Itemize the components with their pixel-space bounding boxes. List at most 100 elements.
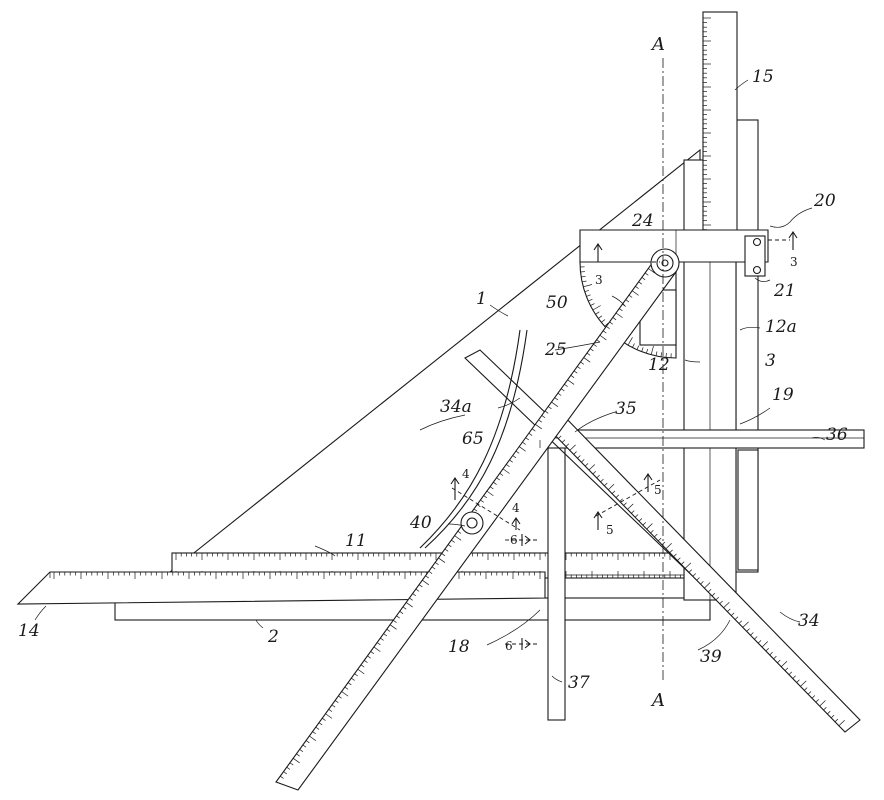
ruler-tick bbox=[596, 339, 601, 343]
guide-lines bbox=[539, 440, 684, 576]
ruler-tick bbox=[405, 602, 413, 608]
protractor-tick bbox=[646, 348, 649, 354]
label-3: 3 bbox=[765, 351, 776, 371]
ruler-tick bbox=[642, 522, 646, 526]
ruler-tick bbox=[564, 383, 568, 387]
ruler-tick bbox=[412, 593, 417, 597]
ruler-tick bbox=[615, 312, 623, 318]
label-19: 19 bbox=[772, 385, 794, 405]
section-4-upper: 4 bbox=[462, 467, 470, 481]
ruler-tick bbox=[665, 542, 672, 549]
ruler-tick bbox=[518, 446, 526, 452]
ruler-tick bbox=[580, 361, 584, 365]
ruler-tick bbox=[567, 379, 575, 385]
protractor-tick bbox=[632, 343, 635, 348]
label-34: 34 bbox=[798, 611, 820, 631]
ruler-tick bbox=[688, 569, 693, 573]
ruler-tick bbox=[615, 494, 620, 498]
pivot-24 bbox=[650, 248, 680, 278]
ruler-tick bbox=[780, 660, 788, 667]
ruler-tick bbox=[727, 608, 731, 612]
ruler-tick bbox=[538, 419, 542, 423]
ruler-tick bbox=[315, 726, 320, 730]
ruler-tick bbox=[811, 695, 816, 699]
ruler-tick bbox=[444, 548, 449, 552]
ruler-tick bbox=[627, 503, 634, 510]
ruler-tick bbox=[638, 518, 643, 522]
protractor-tick bbox=[604, 322, 609, 327]
diagonal-ruler-34 bbox=[544, 411, 861, 733]
ruler-tick bbox=[451, 539, 455, 543]
ruler-tick bbox=[769, 651, 773, 656]
ruler-tick bbox=[815, 699, 819, 703]
ruler-tick bbox=[742, 621, 749, 628]
section-5-upper: 5 bbox=[654, 483, 662, 497]
protractor-tick bbox=[586, 294, 591, 297]
ruler-tick bbox=[541, 415, 546, 419]
ruler-tick bbox=[586, 352, 591, 356]
ruler-tick bbox=[383, 633, 388, 637]
ruler-tick bbox=[476, 504, 481, 508]
ruler-tick bbox=[354, 673, 358, 677]
protractor-tick bbox=[598, 315, 603, 319]
ruler-tick bbox=[648, 268, 655, 274]
ruler-tick bbox=[489, 486, 494, 490]
ruler-tick bbox=[380, 637, 384, 641]
ruler-tick bbox=[370, 651, 375, 655]
ruler-tick bbox=[292, 758, 300, 764]
ruler-tick bbox=[386, 628, 391, 632]
ruler-tick bbox=[389, 624, 397, 630]
ruler-tick bbox=[723, 601, 730, 608]
ruler-tick bbox=[328, 709, 333, 712]
protractor-tick bbox=[655, 351, 658, 356]
arm-ruler-14 bbox=[16, 571, 546, 605]
ruler-tick bbox=[318, 722, 323, 726]
ruler-tick bbox=[515, 450, 520, 454]
ruler-tick bbox=[593, 343, 597, 347]
ruler-tick bbox=[364, 660, 368, 663]
ruler-tick bbox=[435, 562, 439, 565]
ruler-tick bbox=[792, 675, 796, 679]
ruler-tick bbox=[506, 464, 510, 468]
ruler-tick bbox=[454, 535, 462, 541]
ruler-tick bbox=[480, 499, 484, 503]
pivot-40 bbox=[460, 511, 484, 535]
ruler-tick bbox=[619, 498, 623, 502]
ruler-tick bbox=[592, 470, 596, 475]
ruler-tick bbox=[565, 443, 570, 447]
ruler-tick bbox=[557, 392, 562, 396]
ruler-tick bbox=[734, 616, 739, 620]
protractor-tick bbox=[582, 280, 587, 283]
ruler-tick bbox=[418, 584, 423, 588]
ruler-tick bbox=[631, 290, 639, 296]
ruler-tick bbox=[360, 664, 365, 668]
label-36: 36 bbox=[826, 425, 848, 445]
ruler-tick bbox=[635, 286, 639, 289]
ruler-tick bbox=[376, 642, 381, 646]
ruler-tick bbox=[827, 710, 831, 715]
ruler-tick bbox=[544, 410, 549, 414]
ruler-tick bbox=[611, 490, 616, 494]
ruler-tick bbox=[309, 735, 317, 741]
ruler-tick bbox=[373, 646, 381, 652]
ruler-tick bbox=[283, 771, 287, 775]
label-18: 18 bbox=[448, 637, 470, 657]
section-6-lower: 6 bbox=[505, 639, 513, 653]
section-5-lower: 5 bbox=[606, 523, 614, 537]
ruler-tick bbox=[570, 375, 575, 378]
label-37: 37 bbox=[568, 673, 590, 693]
section-marker-top: A bbox=[650, 34, 665, 55]
ruler-tick bbox=[344, 686, 349, 690]
ruler-tick bbox=[731, 612, 735, 616]
ruler-tick bbox=[599, 334, 607, 341]
ruler-tick bbox=[608, 483, 615, 490]
protractor-tick bbox=[636, 345, 640, 350]
ruler-tick bbox=[393, 619, 397, 623]
ruler-tick bbox=[357, 668, 365, 675]
label-1: 1 bbox=[476, 289, 487, 309]
protractor-tick bbox=[592, 305, 601, 311]
ruler-tick bbox=[415, 588, 420, 592]
ruler-tick bbox=[696, 577, 700, 581]
ruler-tick bbox=[623, 502, 627, 506]
ruler-tick bbox=[325, 713, 333, 719]
